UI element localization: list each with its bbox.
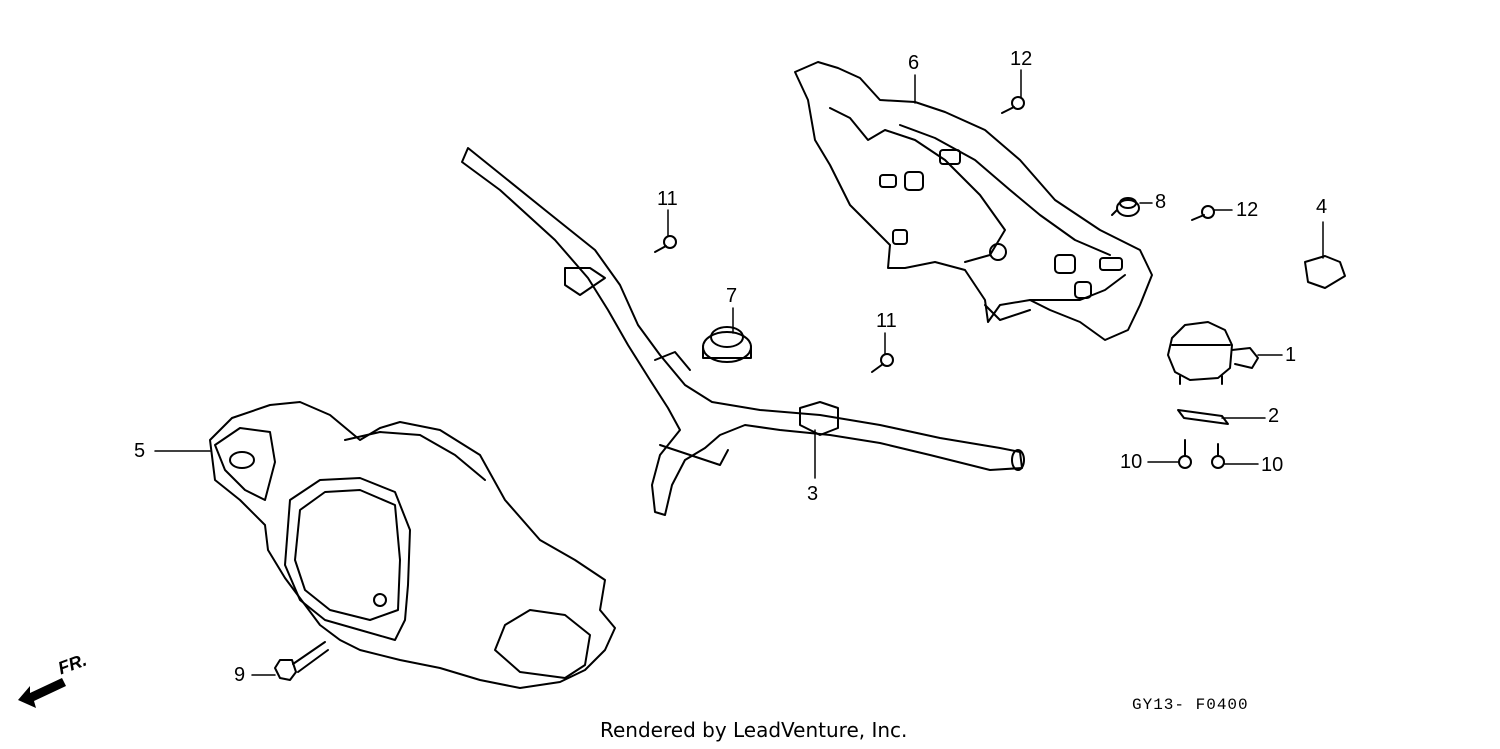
screw-12-upper: [1001, 96, 1025, 114]
nut: [702, 326, 752, 363]
callout-10-right: 10: [1261, 454, 1284, 476]
callout-11-upper: 11: [657, 188, 678, 210]
callout-5: 5: [134, 440, 146, 462]
horn: [1167, 321, 1259, 385]
screw-10-left: [1178, 439, 1192, 469]
callout-8: 8: [1155, 191, 1167, 213]
front-handle-cover: [209, 401, 616, 689]
callout-2: 2: [1268, 405, 1280, 427]
leader-lines: [154, 69, 1324, 676]
callout-7: 7: [726, 285, 738, 307]
front-direction-arrow: [18, 678, 66, 708]
screw-12-right: [1191, 205, 1215, 221]
callout-1: 1: [1285, 344, 1297, 366]
render-credit: Rendered by LeadVenture, Inc.: [600, 718, 908, 742]
screw-11-lower: [871, 353, 894, 373]
callout-4: 4: [1316, 196, 1328, 218]
screw-11-upper: [654, 235, 677, 253]
callout-9: 9: [234, 664, 246, 686]
callout-11-lower: 11: [876, 310, 897, 332]
callout-12-right: 12: [1236, 199, 1259, 221]
screw-10-right: [1211, 443, 1225, 469]
handlebar: [461, 147, 1025, 516]
callout-6: 6: [908, 52, 920, 74]
long-bolt: [274, 641, 329, 681]
grommet: [1111, 197, 1140, 217]
callout-3: 3: [807, 483, 819, 505]
callout-12-upper: 12: [1010, 48, 1033, 70]
diagram-code: GY13- F0400: [1132, 696, 1249, 714]
horn-stay: [1177, 409, 1229, 425]
clip: [1304, 255, 1346, 289]
rear-handle-cover: [794, 61, 1153, 341]
callout-10-left: 10: [1120, 451, 1143, 473]
